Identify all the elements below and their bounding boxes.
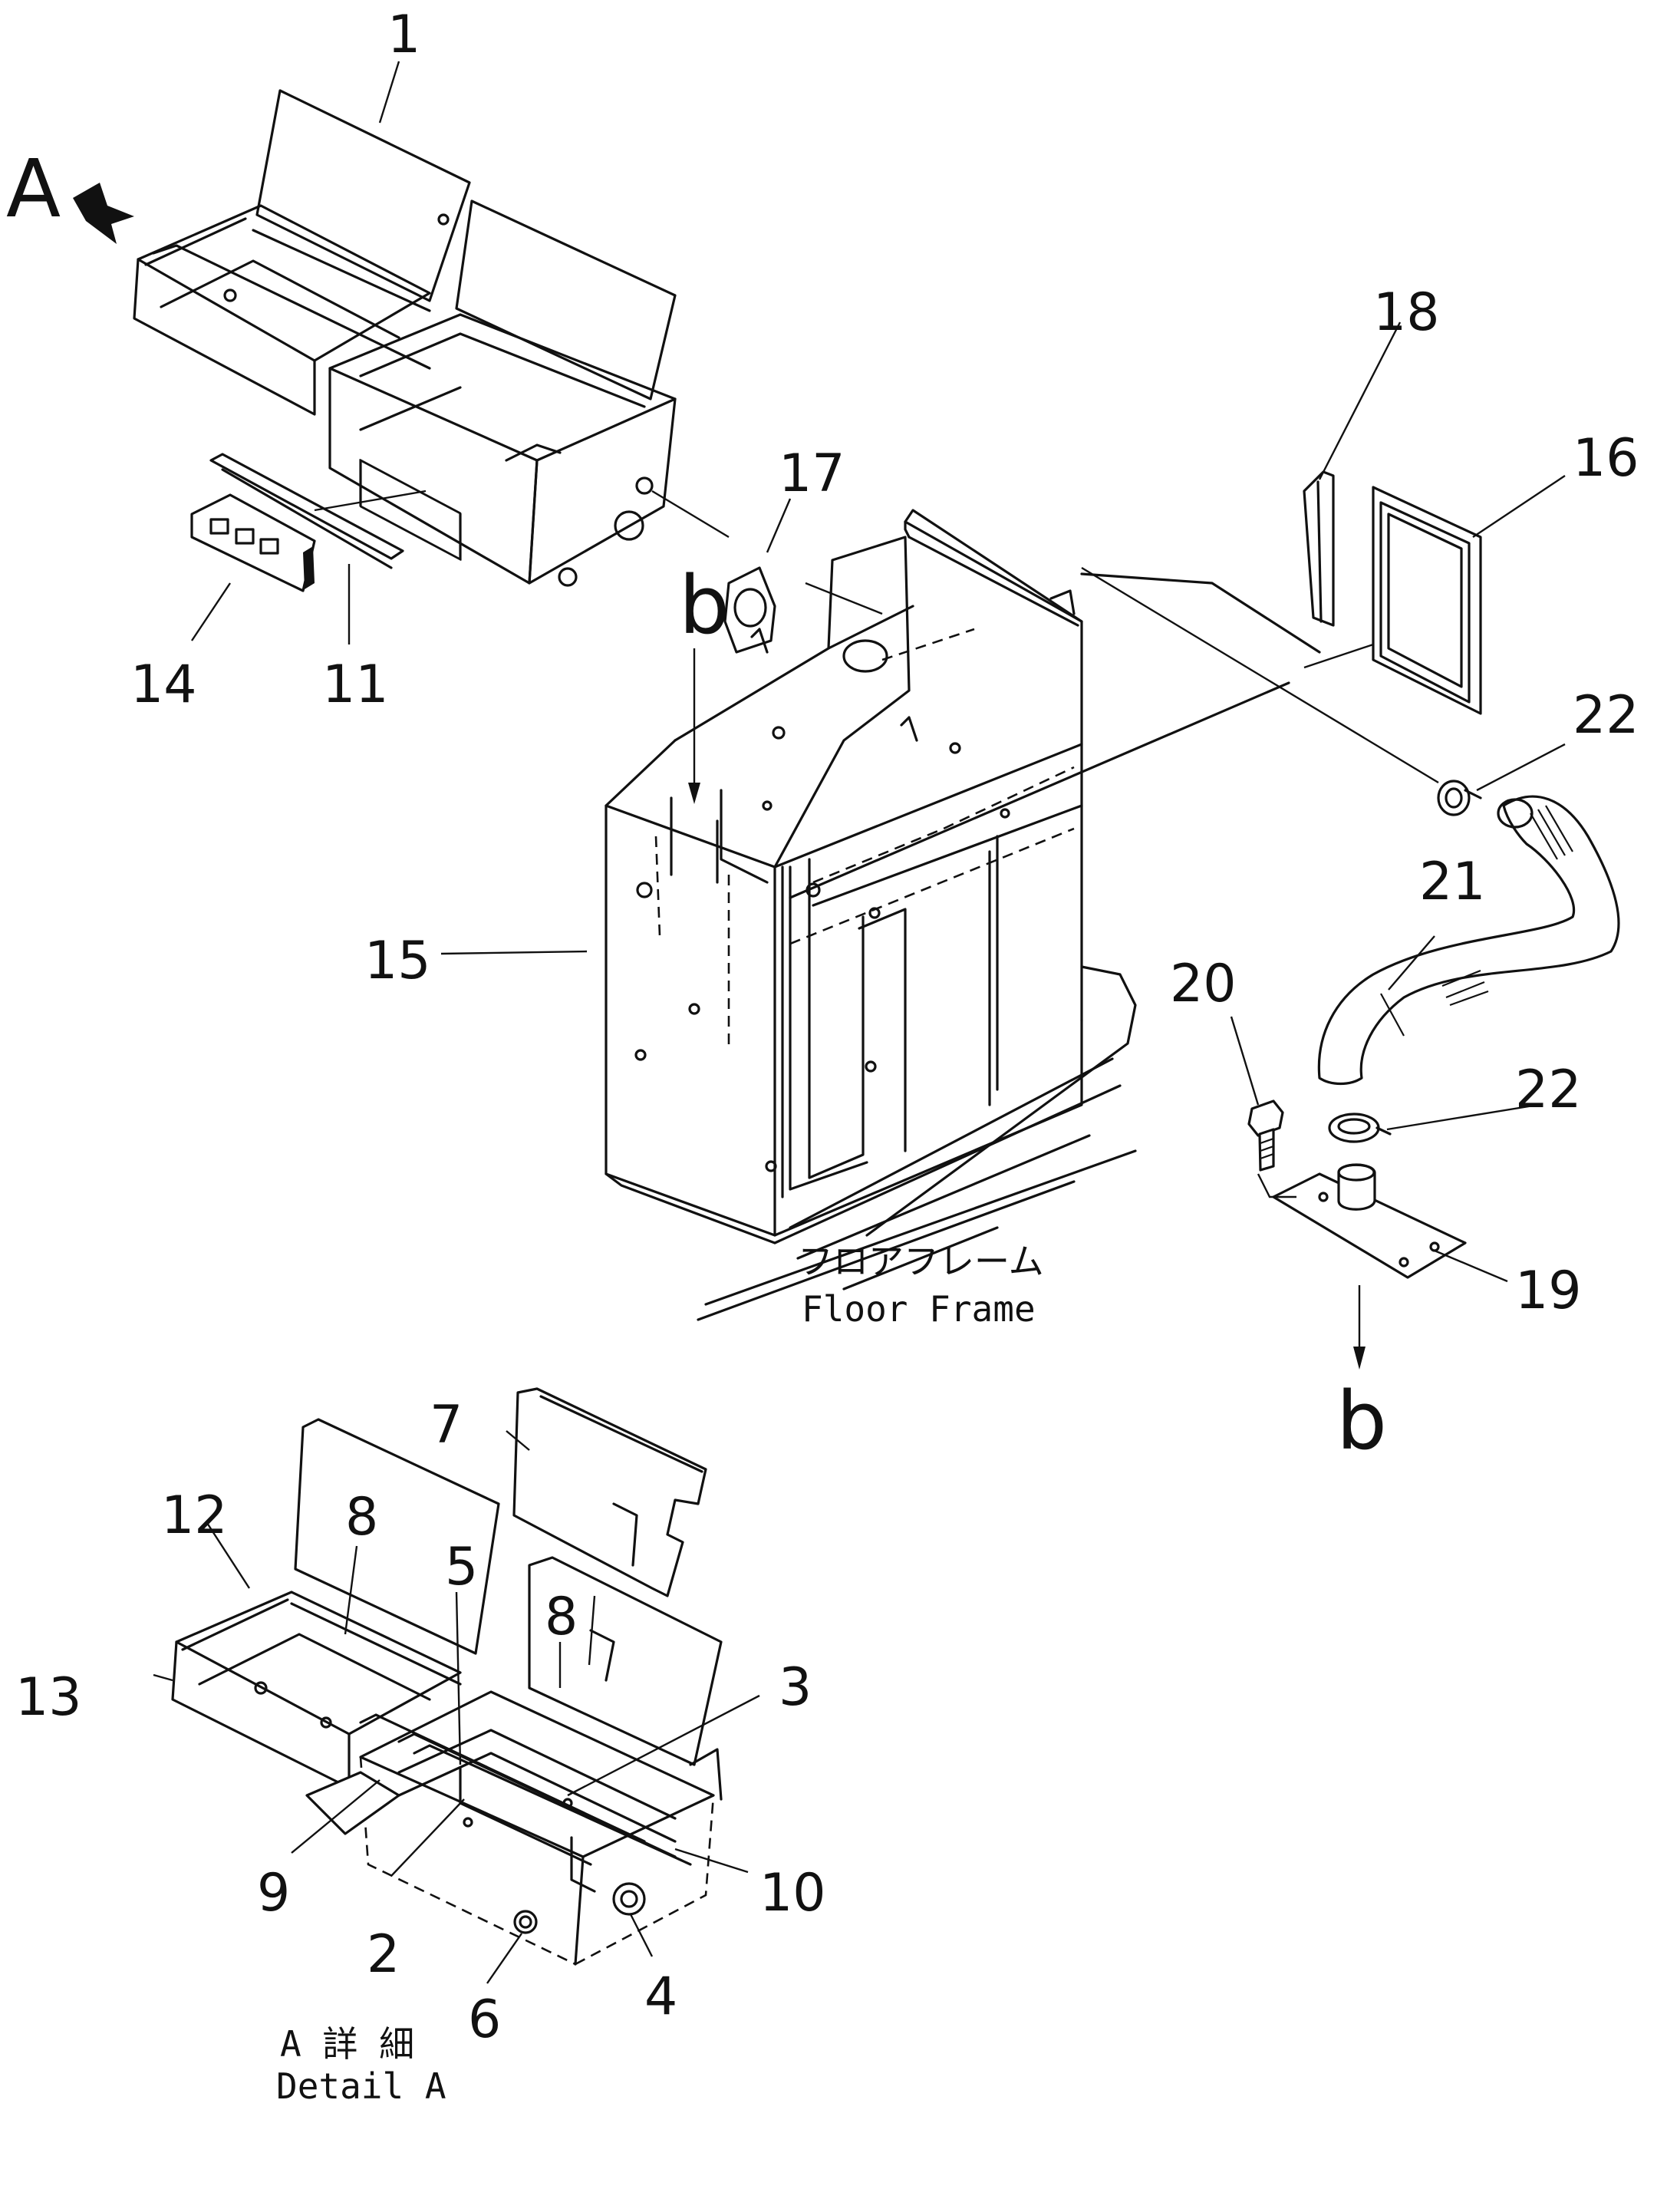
callout-numbers: 1 14 11 17 15 18 16 22 21 20 22 19 7 12 … [15,5,1639,2050]
detail-a-assembly [171,1387,723,1966]
callout-7: 7 [430,1395,463,1455]
callout-4: 4 [644,1966,677,2027]
console-box-assembly [133,89,677,592]
callout-6: 6 [468,1989,501,2050]
ref-arrow-b-bottom: b [1336,1285,1387,1468]
ref-b-bottom-label: b [1336,1374,1387,1468]
callout-22-top: 22 [1573,685,1639,746]
view-a-label: A [6,142,61,236]
callout-8-left: 8 [345,1487,378,1548]
callout-8-right: 8 [545,1587,578,1647]
detail-a-caption: A 詳 細 Detail A [276,2023,446,2107]
cabinet-15 [605,509,1083,1237]
callout-3: 3 [779,1657,812,1718]
floor-frame-jp-label: フロアフレーム [798,1241,1044,1282]
callout-13: 13 [15,1667,82,1728]
callout-1: 1 [387,5,420,65]
ref-arrow-b-top: b [679,559,730,804]
ref-b-top-label: b [679,559,730,652]
callout-17: 17 [779,443,845,504]
hose-clamp-bottom [1328,1113,1392,1143]
duct-plate-19 [1272,1163,1467,1279]
callout-5: 5 [445,1537,478,1597]
callout-2: 2 [367,1924,400,1985]
callout-22-bottom: 22 [1515,1060,1582,1120]
callout-10: 10 [759,1863,826,1924]
view-a-arrow-icon [73,183,134,244]
callout-11: 11 [322,654,389,715]
detail-a-en-label: Detail A [276,2065,446,2107]
callout-15: 15 [364,931,431,991]
duct-hose-21 [1317,795,1620,1086]
callout-20: 20 [1170,954,1237,1014]
callout-9: 9 [257,1863,290,1924]
callout-19: 19 [1515,1261,1582,1321]
grommet-17 [723,566,776,654]
detail-a-jp-label: A 詳 細 [280,2023,414,2065]
floor-frame-caption: フロアフレーム Floor Frame [798,1241,1044,1330]
callout-21: 21 [1419,852,1486,912]
floor-frame [605,572,1321,1321]
hose-clamp-top [1437,780,1482,816]
floor-frame-en-label: Floor Frame [802,1288,1036,1330]
callout-16: 16 [1573,428,1639,489]
frame-16 [1372,486,1482,715]
callout-18: 18 [1373,282,1440,343]
callout-14: 14 [130,654,197,715]
callout-12: 12 [161,1485,228,1546]
leader-lines [153,61,1566,1984]
seal-18 [1303,470,1335,627]
bolt-20 [1247,1099,1284,1172]
view-a-marker: A [6,142,134,244]
